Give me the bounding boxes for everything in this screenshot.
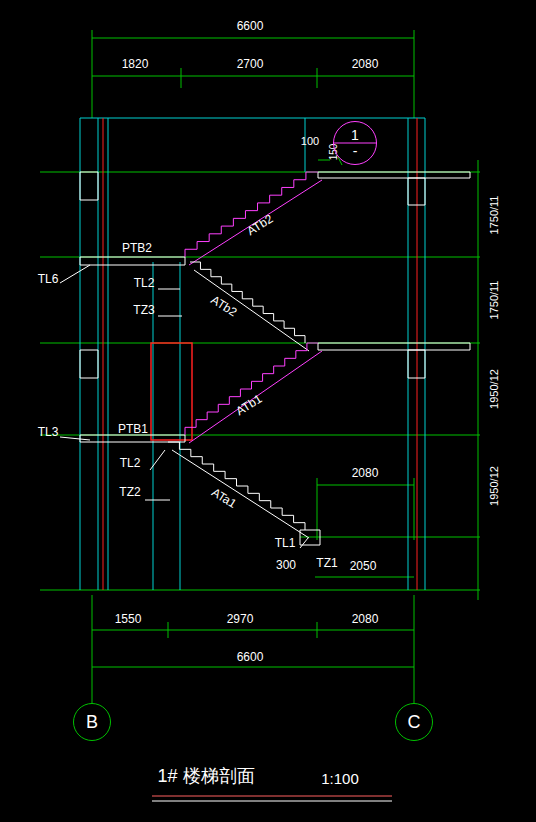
stair-stroke <box>190 262 305 343</box>
stair-stroke <box>172 450 309 538</box>
member-label: TZ1 <box>316 557 337 569</box>
dim-text: 100 <box>301 136 319 147</box>
node-text: - <box>353 144 358 158</box>
member-label: TZ3 <box>133 304 154 316</box>
stair-stroke <box>168 442 305 530</box>
scale-text: 1:100 <box>321 771 359 786</box>
stair-stroke <box>189 180 322 265</box>
dim-text: 2080 <box>352 467 379 479</box>
flight-label: ATb2 <box>245 213 275 238</box>
member-label: TL6 <box>38 273 59 285</box>
detail-callout: 1- <box>333 121 377 165</box>
level-dim: 1750/11 <box>489 281 500 320</box>
dim-text: 1820 <box>122 58 149 70</box>
node-text: B <box>86 713 98 731</box>
member-label: TL2 <box>134 277 155 289</box>
stair-stroke <box>189 351 322 443</box>
node-text: C <box>408 713 421 731</box>
member-label: TL1 <box>275 537 296 549</box>
dim-text: 2970 <box>227 613 254 625</box>
dim-text: 2700 <box>237 58 264 70</box>
member-label: PTB2 <box>122 242 152 254</box>
drawing-title: 1# 楼梯剖面 <box>157 767 254 785</box>
dim-text: 1550 <box>115 613 142 625</box>
dim-text: 300 <box>276 559 296 571</box>
axis-bubble: C <box>395 703 433 741</box>
overall-dim: 6600 <box>237 651 264 663</box>
level-dim: 1950/12 <box>489 369 500 409</box>
dim-text: 150 <box>329 144 339 161</box>
axis-bubble: B <box>73 703 111 741</box>
stair-stroke <box>185 343 318 435</box>
title-underline <box>152 796 392 801</box>
flight-label: ATb2 <box>209 294 239 319</box>
dim-text: 2050 <box>350 560 377 572</box>
stair-stroke <box>185 172 318 257</box>
overall-dim: 6600 <box>237 20 264 32</box>
member-label: TL3 <box>38 426 59 438</box>
member-label: TL2 <box>120 457 141 469</box>
dim-text: 2080 <box>352 58 379 70</box>
stair-stroke <box>194 270 309 351</box>
member-label: PTB1 <box>118 423 148 435</box>
dim-text: 2080 <box>352 613 379 625</box>
member-label: TZ2 <box>119 486 140 498</box>
level-dim: 1950/12 <box>489 466 500 506</box>
level-dim: 1750/11 <box>489 196 500 235</box>
node-text: 1 <box>351 128 359 142</box>
